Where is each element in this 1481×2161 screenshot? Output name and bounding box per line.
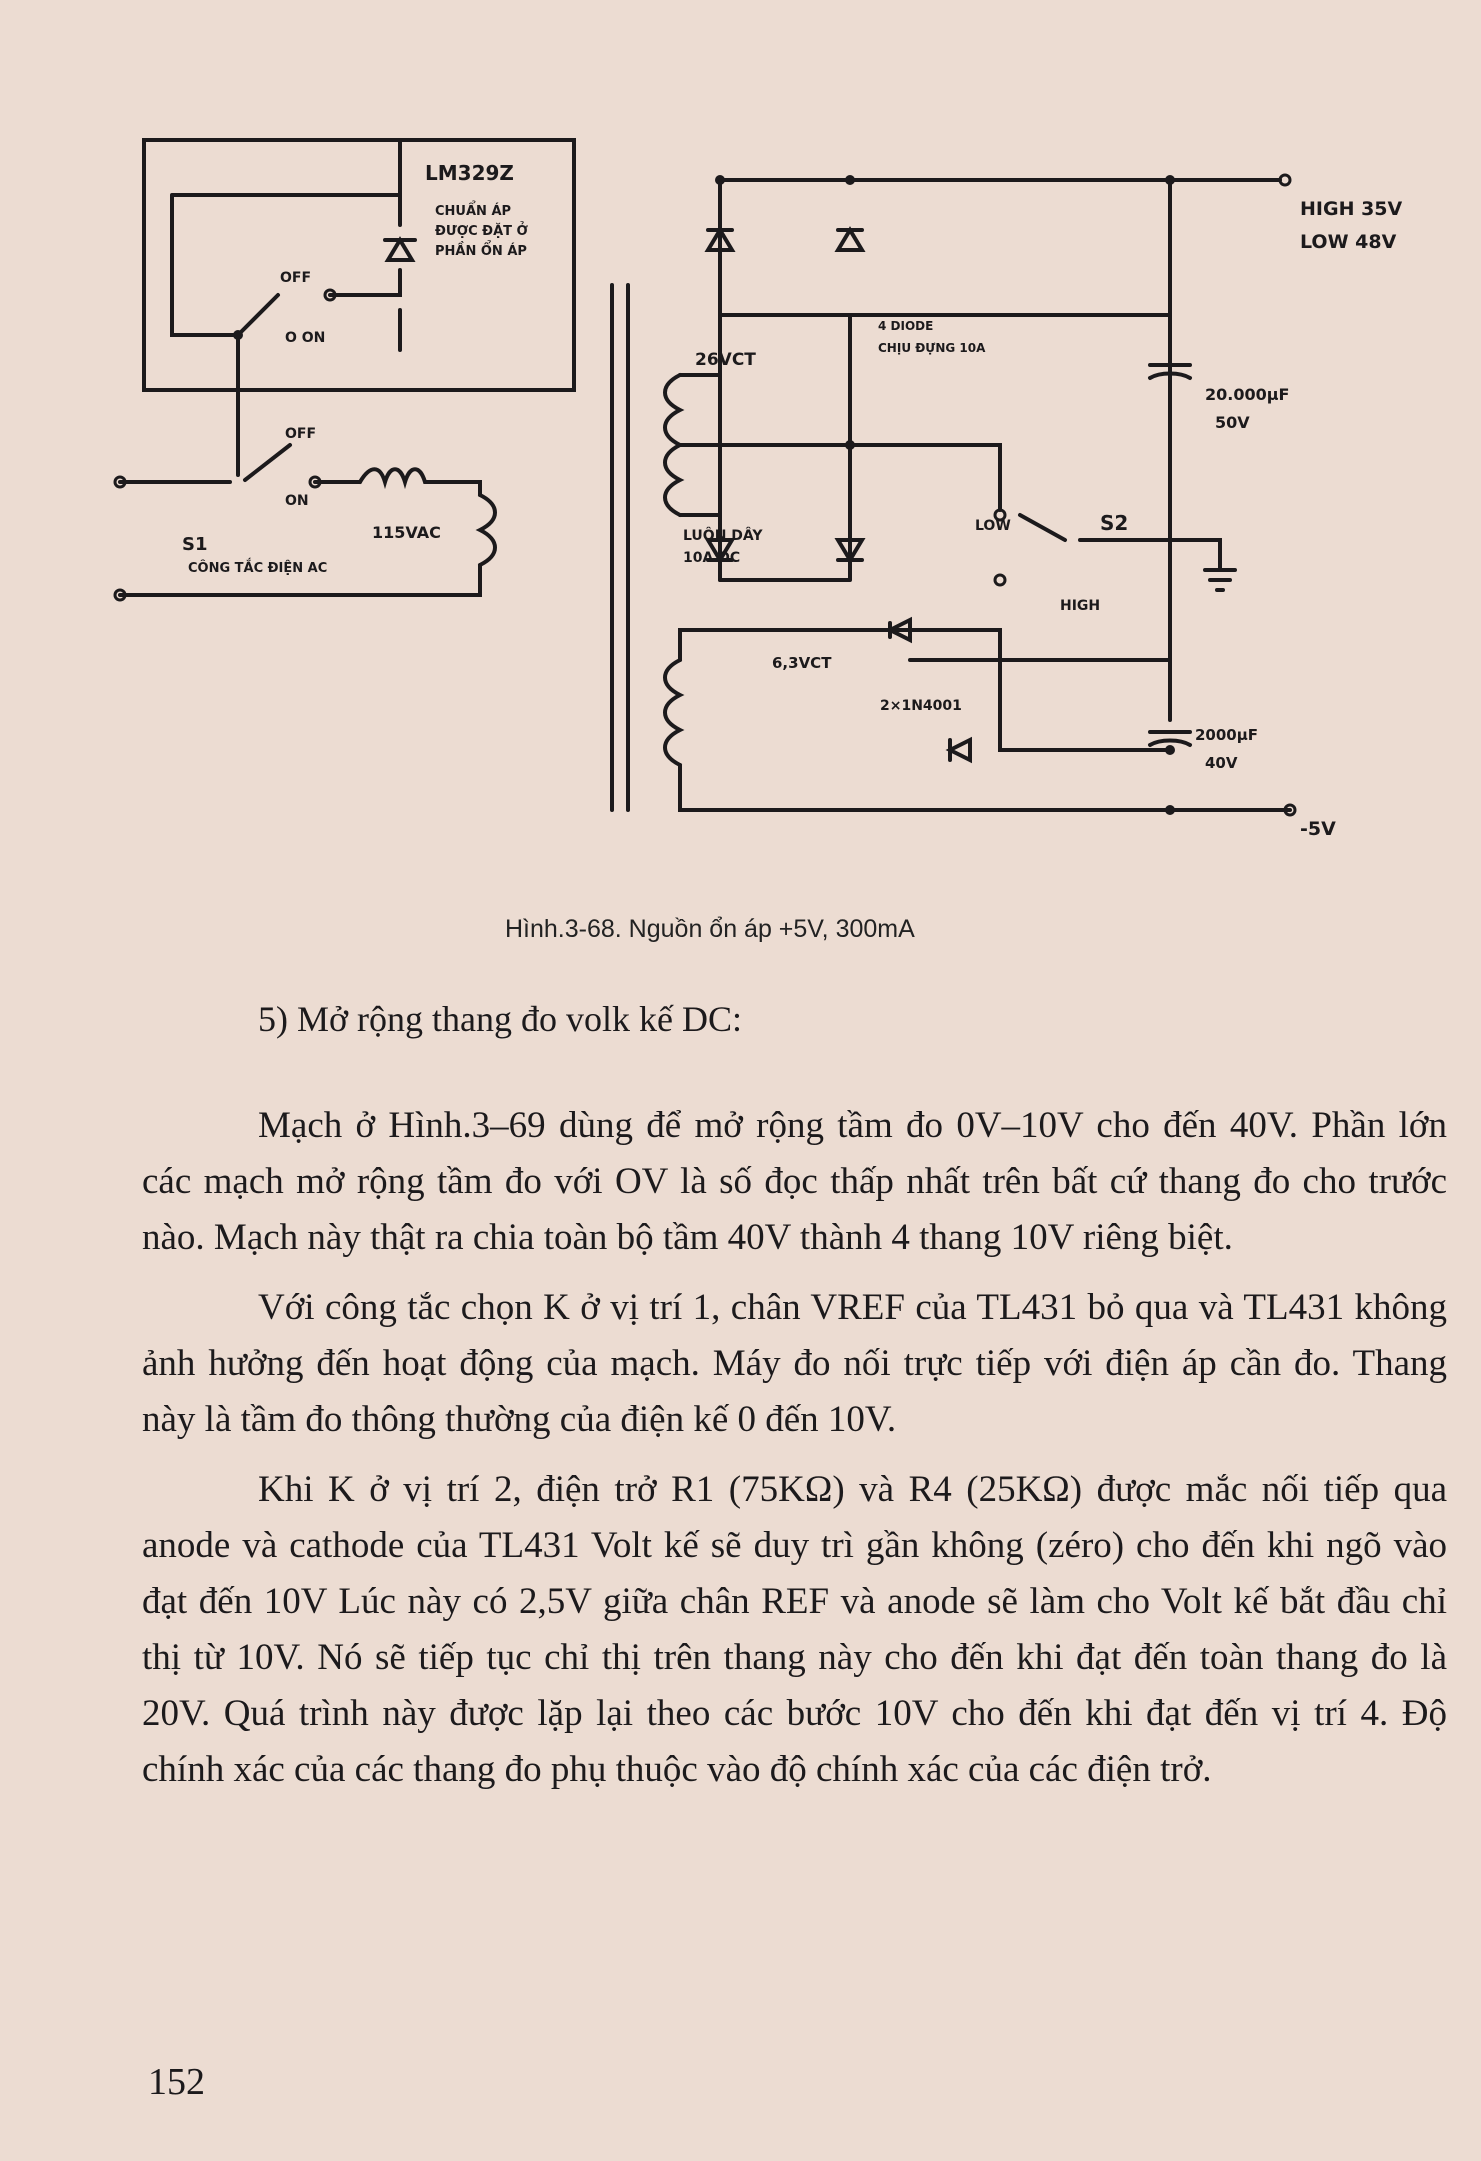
label-minus-5v: -5V: [1300, 818, 1336, 840]
reference-box: [142, 138, 576, 392]
label-ref-note-3: PHẦN ỔN ÁP: [435, 241, 527, 259]
label-cap2-value: 2000μF: [1195, 726, 1258, 744]
label-diodes-2: CHỊU ĐỰNG 10A: [878, 341, 986, 355]
paragraph: Với công tắc chọn K ở vị trí 1, chân VRE…: [142, 1287, 1447, 1440]
transformer-core: [610, 283, 630, 812]
section-heading: 5) Mở rộng thang đo volk kế DC:: [258, 999, 742, 1039]
label-ic: LM329Z: [425, 161, 514, 185]
label-cap1-value: 20.000μF: [1205, 385, 1289, 404]
label-off-top: OFF: [280, 270, 311, 286]
label-63vct: 6,3VCT: [772, 654, 832, 672]
diode-3: [704, 538, 736, 564]
schematic-drawing: LM329Z CHUẨN ÁP ĐƯỢC ĐẶT Ở PHẦN ỔN ÁP OF…: [113, 138, 1403, 840]
paragraph: Khi K ở vị trí 2, điện trở R1 (75KΩ) và …: [142, 1469, 1447, 1790]
label-winding-2: 10A DC: [683, 550, 740, 566]
label-winding-1: LUỘN DÂY: [683, 526, 763, 544]
zener-diode: [383, 236, 417, 262]
paragraph: Mạch ở Hình.3–69 dùng để mở rộng tầm đo …: [142, 1105, 1447, 1258]
label-ref-note-1: CHUẨN ÁP: [435, 201, 511, 219]
diode-1: [704, 226, 736, 252]
label-ref-note-2: ĐƯỢC ĐẶT Ở: [435, 222, 529, 239]
label-s1: S1: [182, 534, 208, 555]
primary-coil: [475, 493, 497, 567]
label-vac: 115VAC: [372, 523, 441, 542]
label-high-switch: HIGH: [1060, 598, 1100, 614]
capacitor-2000uF: [1148, 730, 1192, 747]
label-low-48v: LOW 48V: [1300, 231, 1397, 253]
label-cap1-voltage: 50V: [1215, 413, 1250, 432]
figure-caption: Hình.3-68. Nguồn ổn áp +5V, 300mA: [505, 915, 915, 943]
label-diodes-1: 4 DIODE: [878, 319, 933, 333]
circuit-schematic: LM329Z CHUẨN ÁP ĐƯỢC ĐẶT Ở PHẦN ỔN ÁP OF…: [113, 120, 1403, 880]
diode-4: [834, 538, 866, 564]
diode-2: [834, 226, 866, 252]
capacitor-20000uF: [1148, 363, 1192, 380]
label-low-switch: LOW: [975, 518, 1011, 534]
label-s1-desc: CÔNG TẮC ĐIỆN AC: [188, 559, 327, 576]
label-s2: S2: [1100, 511, 1128, 535]
label-on-top: O ON: [285, 330, 325, 346]
diode-6: [945, 736, 972, 764]
label-on-s1: ON: [285, 493, 309, 509]
diode-5: [885, 616, 912, 644]
label-diode-pair: 2×1N4001: [880, 698, 962, 714]
page-number: 152: [148, 2061, 205, 2103]
label-cap2-voltage: 40V: [1205, 754, 1238, 772]
label-26vct: 26VCT: [695, 350, 756, 370]
label-off-s1: OFF: [285, 426, 316, 442]
label-high-35v: HIGH 35V: [1300, 198, 1403, 220]
body-text: Mạch ở Hình.3–69 dùng để mở rộng tầm đo …: [142, 1098, 1447, 1812]
